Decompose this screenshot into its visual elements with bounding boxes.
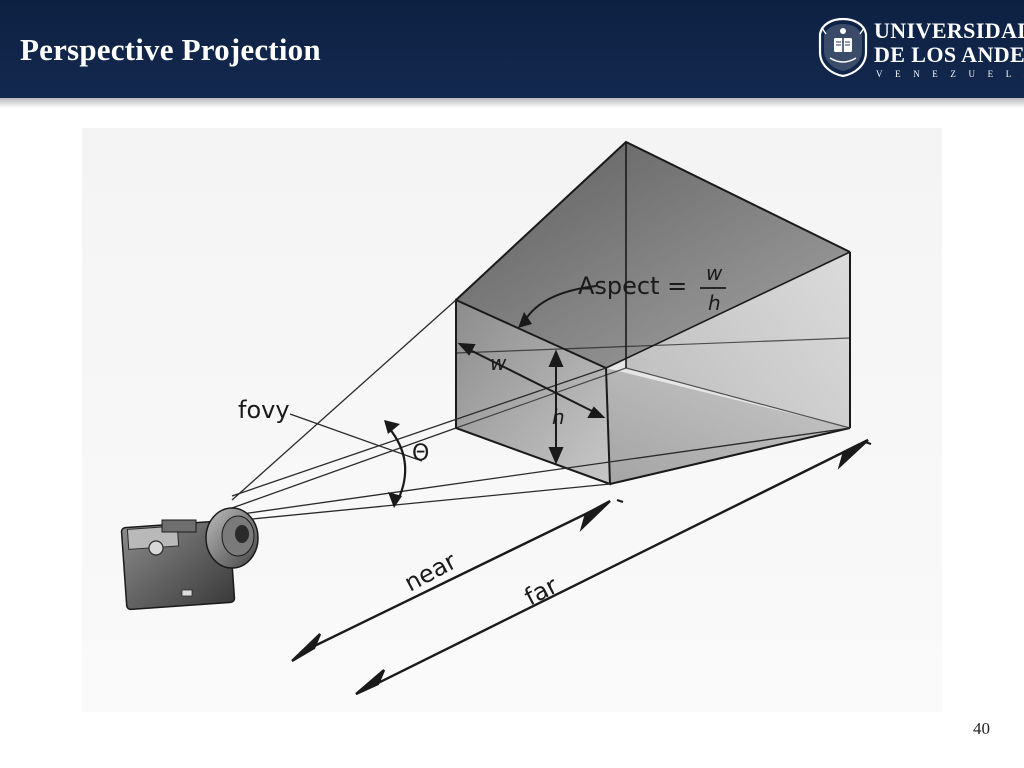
theta-label: Θ (412, 441, 429, 466)
university-seal-icon (818, 17, 868, 78)
plane-ticks (616, 441, 872, 503)
frustum (455, 140, 851, 486)
view-rays (231, 299, 851, 521)
logo-line-universidad: UNIVERSIDAD (874, 18, 1024, 43)
near-arrow-head-left (291, 633, 322, 663)
near-arrow-head-right (579, 499, 611, 532)
h-label: h (552, 405, 565, 429)
far-arrow-head-right (837, 438, 869, 470)
theta-arc (388, 427, 407, 501)
near-arrow (299, 504, 603, 655)
distance-arrows (291, 438, 869, 696)
page-number: 40 (973, 719, 990, 738)
aspect-denominator: h (708, 291, 721, 315)
header-shadow (0, 98, 1024, 108)
frustum-top-face (456, 142, 850, 368)
dimension-arrows (457, 342, 606, 465)
header-bar: Perspective Projection UNIVERSIDAD DE LO… (0, 0, 1024, 98)
w-label: w (490, 351, 507, 375)
aspect-label: Aspect = (578, 272, 687, 300)
slide-title: Perspective Projection (20, 32, 321, 67)
fovy-label: fovy (238, 396, 290, 424)
logo-line-de-los-andes: DE LOS ANDES (874, 42, 1024, 67)
aspect-numerator: w (706, 261, 723, 285)
frustum-figure: Aspect = w h w h fovy Θ near far (82, 128, 942, 712)
camera-icon (120, 507, 259, 611)
far-arrow-head-left (355, 669, 386, 696)
frustum-diagram: Aspect = w h w h fovy Θ near far (82, 128, 942, 712)
far-arrow (363, 442, 861, 692)
